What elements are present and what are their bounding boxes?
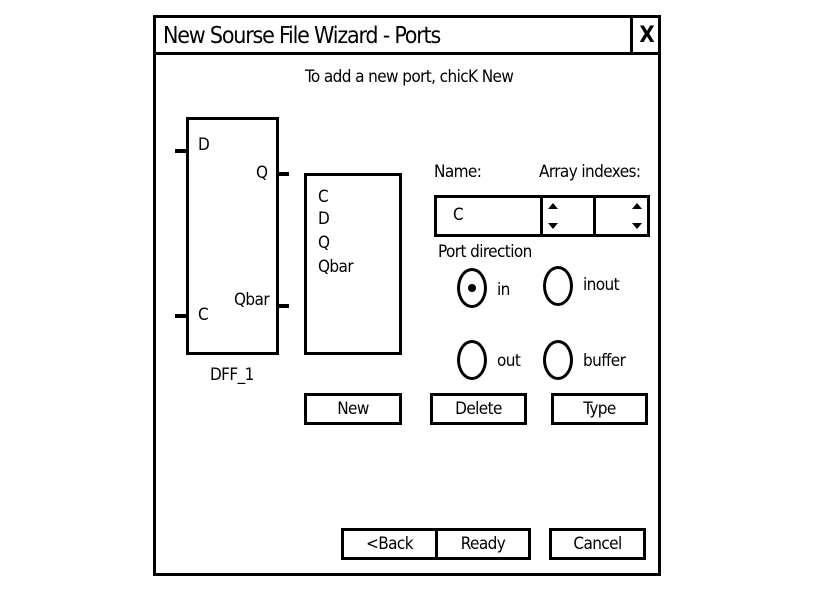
radio-inout[interactable] [543,266,573,306]
name-input-value: C [453,205,464,225]
new-button[interactable]: New [304,393,402,425]
ready-button[interactable]: Ready [435,528,531,560]
cancel-button[interactable]: Cancel [549,528,646,560]
radio-in[interactable] [457,268,487,308]
port-list-item[interactable]: Q [318,233,330,253]
delete-button[interactable]: Delete [430,393,527,425]
radio-inout-label: inout [583,275,620,295]
close-button[interactable]: X [630,15,661,55]
array-index-to-stepper[interactable] [626,197,650,237]
pin-qbar-line [277,304,289,308]
spin-up-icon [632,203,642,209]
type-button[interactable]: Type [551,393,648,425]
pin-d-label: D [198,135,210,155]
spin-down-icon [548,223,558,229]
port-direction-label: Port direction [438,242,532,262]
title-bar-divider [153,52,661,55]
name-label: Name: [434,162,482,182]
port-list-item[interactable]: C [318,187,329,207]
port-list-item[interactable]: Qbar [318,257,354,277]
radio-out-label: out [497,351,521,371]
radio-selected-dot [468,284,476,292]
field-divider [593,198,596,234]
array-indexes-label: Array indexes: [539,162,641,182]
pin-qbar-label: Qbar [234,290,270,310]
instruction-text: To add a new port, chicK New [305,67,514,87]
component-name: DFF_1 [210,365,254,385]
spin-down-icon [632,223,642,229]
pin-q-line [277,172,289,176]
pin-d-line [175,149,188,153]
radio-out[interactable] [457,340,487,380]
name-input[interactable]: C [437,198,540,234]
field-divider [540,198,543,234]
port-list[interactable] [304,173,402,355]
array-index-from-stepper[interactable] [542,197,566,237]
back-button[interactable]: <Back [341,528,438,560]
pin-c-line [175,314,188,318]
radio-in-label: in [497,280,510,300]
radio-buffer-label: buffer [583,351,626,371]
component-symbol [186,117,279,355]
pin-q-label: Q [256,163,268,183]
close-icon: X [639,22,655,48]
window-title: New Sourse File Wizard - Ports [163,23,441,49]
spin-up-icon [548,203,558,209]
radio-buffer[interactable] [543,340,573,380]
port-list-item[interactable]: D [318,209,330,229]
pin-c-label: C [198,305,209,325]
